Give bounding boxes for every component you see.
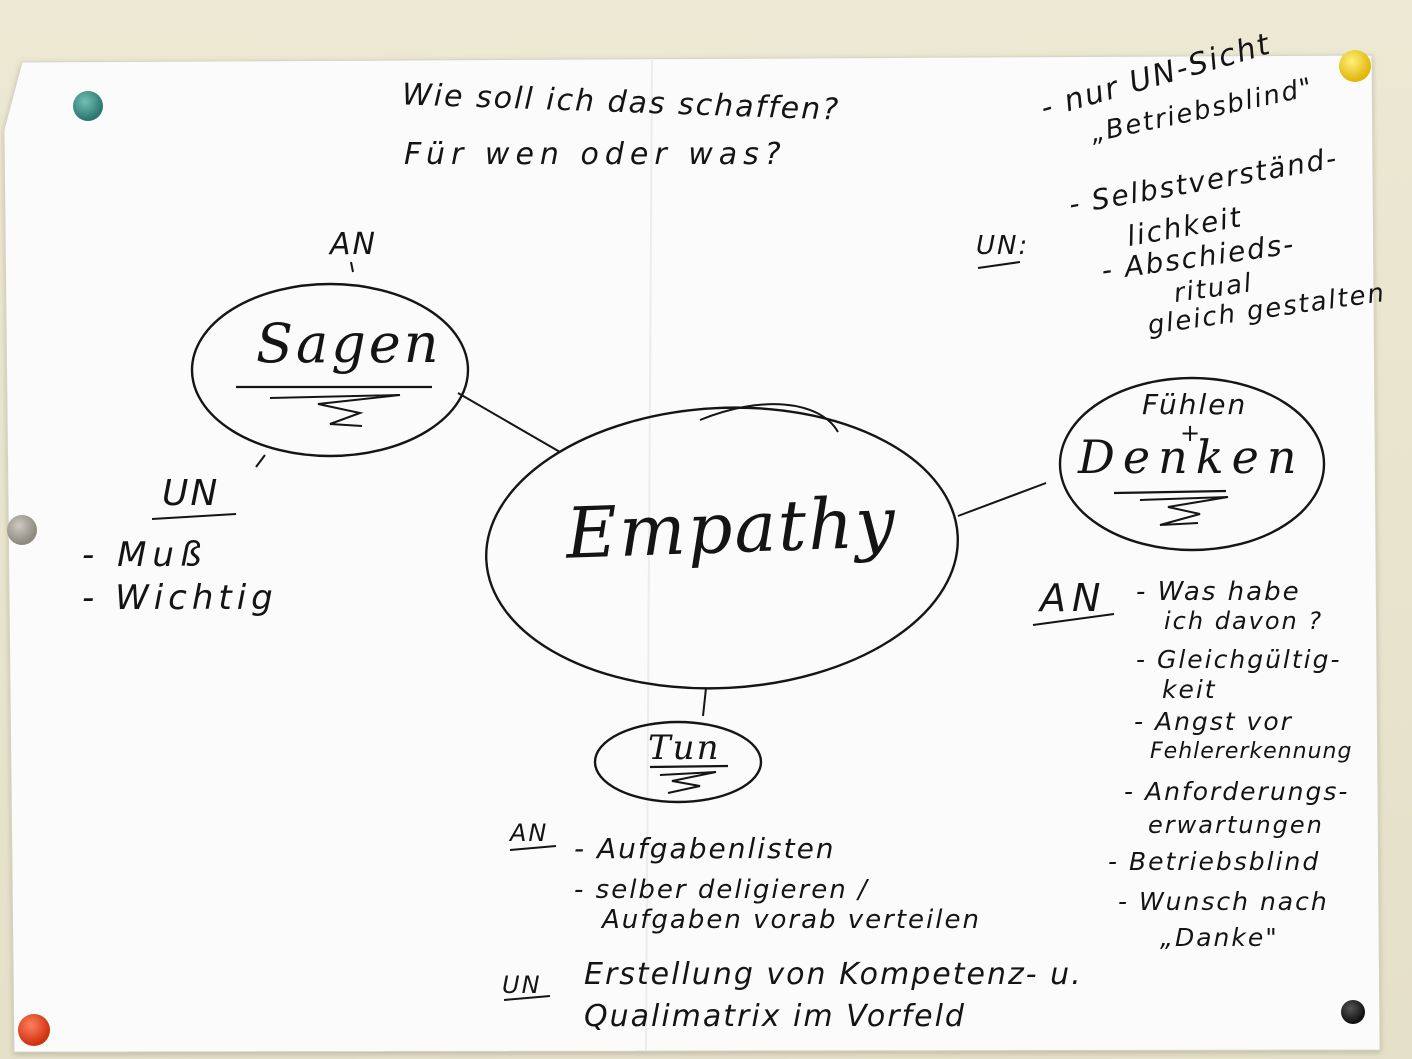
connector-tun-center	[702, 687, 707, 717]
magnet-teal	[73, 91, 103, 121]
connector-sagen-center	[457, 392, 561, 453]
plus-label: +	[1180, 419, 1203, 447]
sagen-an-label: AN	[330, 227, 377, 262]
bottom-un-label: UN	[502, 971, 542, 999]
top-right-un-underline	[977, 261, 1021, 269]
tun-circle	[593, 720, 763, 804]
paper-sheet	[3, 54, 1381, 1053]
sagen-circle	[190, 282, 470, 458]
right-item-5: Fehlererkennung	[1150, 739, 1353, 764]
denken-underline	[1113, 489, 1227, 495]
sagen-squiggle	[269, 394, 401, 427]
right-item-3: keit	[1162, 675, 1217, 704]
bottom-an-label: AN	[510, 819, 549, 847]
connector-denken-center	[957, 482, 1047, 517]
fuehlen-denken-circle	[1058, 376, 1326, 552]
right-item-7: erwartungen	[1148, 811, 1324, 839]
right-item-8: - Betriebsblind	[1108, 847, 1321, 876]
sagen-tick-bottom	[255, 454, 266, 468]
bottom-an-item-1: - Aufgabenlisten	[574, 832, 836, 865]
magnet-black	[1341, 1000, 1365, 1024]
right-item-2: - Gleichgültig-	[1136, 645, 1342, 674]
center-circle	[485, 406, 959, 690]
bottom-an-item-2-line-1: - selber deligieren /	[574, 875, 869, 905]
denken-squiggle	[1139, 496, 1229, 526]
question-line-2: Für wen oder was?	[404, 137, 787, 172]
bottom-an-underline	[509, 845, 557, 851]
top-right-un-label: UN:	[976, 231, 1030, 261]
bottom-un-line-1: Erstellung von Kompetenz- u.	[584, 957, 1083, 992]
magnet-yellow	[1339, 50, 1371, 82]
sagen-label: Sagen	[256, 312, 442, 375]
bottom-un-line-2: Qualimatrix im Vorfeld	[584, 999, 966, 1034]
right-an-heading: AN	[1040, 576, 1107, 620]
bottom-an-item-2-line-2: Aufgaben vorab verteilen	[602, 905, 981, 935]
left-un-heading: UN	[162, 473, 220, 514]
center-circle-overlap-stroke	[699, 403, 839, 433]
denken-label: Denken	[1078, 430, 1305, 484]
sagen-tick-top	[350, 261, 354, 273]
tun-squiggle	[659, 771, 717, 794]
left-item-wichtig: - Wichtig	[82, 578, 278, 618]
right-item-6: - Anforderungs-	[1124, 777, 1350, 806]
tun-underline	[649, 764, 729, 769]
paper-fold-line	[645, 59, 653, 1051]
fuehlen-label: Fühlen	[1142, 388, 1248, 421]
magnet-grey	[7, 515, 37, 545]
right-item-0: - Was habe	[1136, 577, 1301, 607]
right-an-underline	[1032, 613, 1115, 626]
right-item-1: ich davon ?	[1164, 607, 1324, 635]
tun-label: Tun	[648, 728, 721, 768]
magnet-red	[18, 1014, 50, 1046]
right-item-9: - Wunsch nach	[1118, 887, 1329, 916]
bottom-un-underline	[503, 995, 551, 1001]
right-item-10: „Danke"	[1160, 923, 1279, 952]
left-un-underline	[151, 513, 237, 520]
left-item-muss: - Muß	[82, 535, 208, 575]
right-item-4: - Angst vor	[1134, 707, 1293, 736]
